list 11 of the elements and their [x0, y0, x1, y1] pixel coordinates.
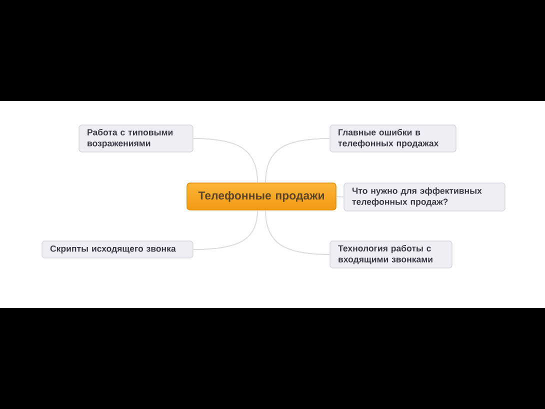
connector-line: [336, 196, 344, 198]
subtopic-box: Работа с типовыми возражениями: [78, 124, 194, 152]
connector-line: [192, 138, 258, 184]
connector-line: [192, 210, 258, 250]
subtopic-box: Что нужно для эффективных телефонных продаж?: [344, 182, 506, 212]
topic-box: Телефонные продажи: [186, 182, 336, 210]
connector-line: [265, 210, 330, 255]
connector-line: [265, 138, 330, 184]
subtopic-box: Главные ошибки в телефонных продажах: [330, 124, 456, 152]
subtopic-box: Технология работы с входящими звонками: [330, 240, 452, 268]
subtopic-box: Скрипты исходящего звонка: [42, 240, 194, 258]
